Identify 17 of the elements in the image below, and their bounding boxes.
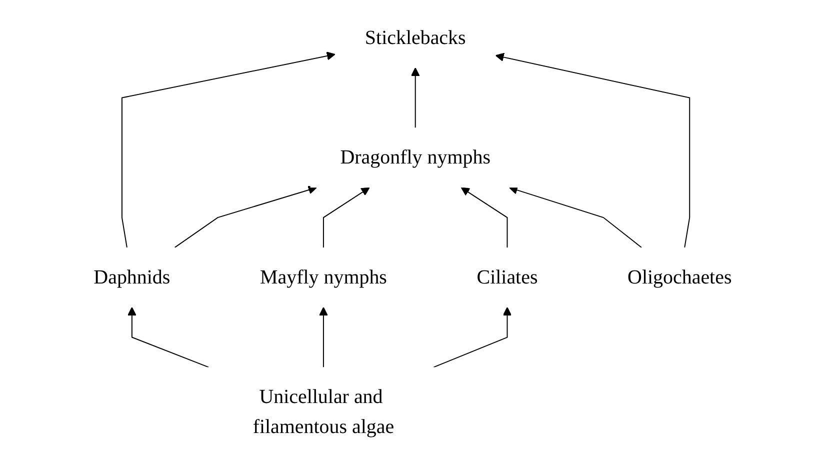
arrow: [174, 186, 318, 248]
arrow: [323, 187, 370, 248]
node-text: Dragonfly nymphs: [340, 146, 491, 169]
arrow: [496, 52, 690, 248]
arrow: [434, 306, 512, 368]
node-text: Mayfly nymphs: [260, 266, 388, 288]
arrow: [128, 306, 210, 368]
node-text: Unicellular and filamentous algae: [253, 386, 394, 438]
arrow: [461, 187, 508, 248]
arrow: [509, 186, 642, 248]
node-text: Daphnids: [94, 266, 170, 288]
arrow: [411, 67, 420, 128]
node-text: Sticklebacks: [365, 26, 466, 49]
arrow: [122, 52, 336, 248]
node-text: Ciliates: [477, 266, 538, 288]
arrow: [319, 306, 328, 368]
node-text: Oligochaetes: [628, 266, 732, 288]
